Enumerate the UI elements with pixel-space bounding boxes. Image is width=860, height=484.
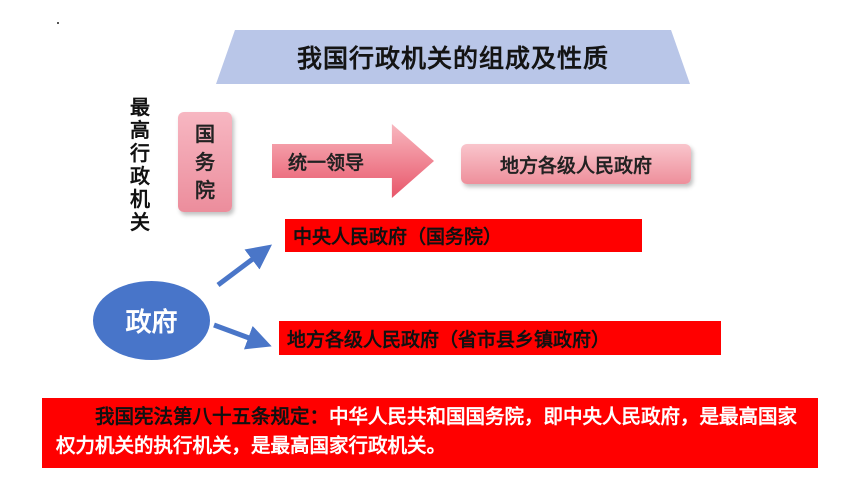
local-government-bar: 地方各级人民政府（省市县乡镇政府）: [279, 321, 721, 355]
state-council-box: 国务院: [178, 112, 232, 212]
state-council-label: 国务院: [195, 122, 215, 202]
arrow-to-central: [216, 244, 272, 287]
constitution-quote-body: 中华人民共和国国务院，即中央人民政府，是最高国家权力机关的执行机关，是最高国家行…: [56, 405, 798, 457]
constitution-quote-lead: 我国宪法第八十五条规定：: [95, 405, 330, 428]
decorative-dot: [57, 22, 59, 24]
government-label: 政府: [125, 308, 178, 338]
unified-leadership-label: 统一领导: [288, 152, 365, 174]
title-banner: 我国行政机关的组成及性质: [216, 30, 690, 84]
constitution-quote: 我国宪法第八十五条规定：中华人民共和国国务院，即中央人民政府，是最高国家权力机关…: [56, 402, 808, 460]
central-government-label: 中央人民政府（国务院）: [293, 226, 503, 248]
constitution-quote-box: 我国宪法第八十五条规定：中华人民共和国国务院，即中央人民政府，是最高国家权力机关…: [42, 398, 818, 468]
arrow-to-local: [213, 322, 272, 350]
local-government-levels-label: 地方各级人民政府（省市县乡镇政府）: [287, 328, 611, 351]
local-government-label: 地方各级人民政府: [499, 154, 652, 177]
local-government-box: 地方各级人民政府: [461, 144, 691, 184]
page-title: 我国行政机关的组成及性质: [296, 44, 609, 73]
government-ellipse: 政府: [93, 281, 210, 360]
central-government-bar: 中央人民政府（国务院）: [285, 219, 642, 252]
highest-admin-organ-label: 最高行政机关: [130, 95, 150, 234]
